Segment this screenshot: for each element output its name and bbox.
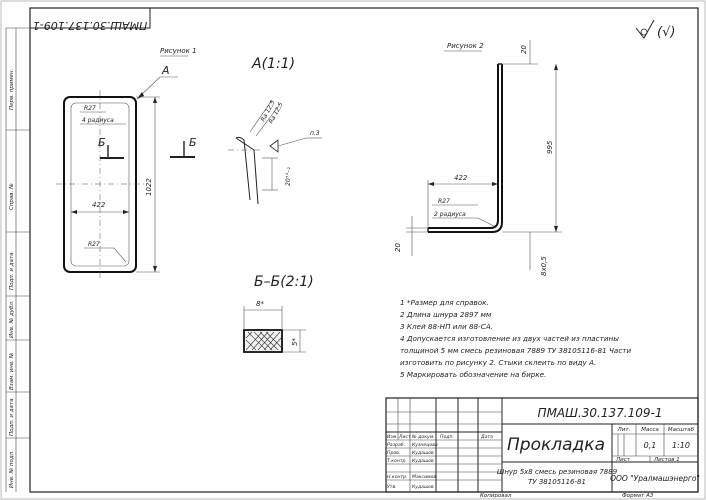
signature-table: Изм. Лист № докум. Подп. Дата Разраб. Ку…: [387, 434, 493, 490]
section-height-dim: 5*: [291, 338, 299, 346]
figure2-radius: R27: [438, 198, 450, 205]
margin-label-sign-date-2: Подп. и дата: [9, 398, 15, 436]
title-mass-value: 0,1: [644, 441, 657, 450]
figure1-section-mark-right: Б: [189, 136, 197, 149]
figure2-height-dim: 995: [546, 140, 554, 154]
figure1-title: Рисунок 1: [160, 47, 197, 55]
sig-sign: Подп.: [440, 434, 454, 440]
title-material-line2: ТУ 38105116-81: [528, 478, 586, 486]
sig-name: Кудашов: [412, 450, 434, 456]
title-sheets-label: Листов 1: [653, 457, 680, 463]
sig-role: Пров.: [387, 450, 400, 456]
note-line: изготовить по рисунку 2. Стыки склеить п…: [400, 358, 596, 367]
detail-a-dim: 20⁺¹₋₂: [285, 167, 292, 186]
detail-a-title: А(1:1): [251, 56, 295, 72]
sig-role: Т.контр.: [387, 458, 407, 464]
title-scale-label: Масштаб: [668, 427, 695, 433]
title-material-line1: Шнур 5х8 смесь резиновая 7889: [497, 468, 618, 476]
roughness-symbol-text: (√): [657, 25, 675, 40]
figure1-height-dim: 1022: [145, 178, 153, 196]
note-line: 1 *Размер для справок.: [400, 298, 489, 307]
figure1-radius-top: R27: [84, 105, 96, 112]
figure2-bottom-tolerance: 8х0,5: [540, 256, 548, 276]
title-scale-value: 1:10: [672, 441, 690, 450]
figure2-radius-note: 2 радиуса: [434, 211, 466, 218]
title-mass-label: Масса: [641, 427, 659, 433]
sig-role: Утв.: [387, 484, 397, 490]
sig-name: Кудашов: [412, 458, 434, 464]
figure1-radius-bottom: R27: [88, 241, 100, 248]
sig-name: Максимов: [412, 474, 436, 480]
margin-label-first-use: Перв. примен.: [9, 68, 15, 110]
margin-label-original-inv: Инв. № подл.: [9, 450, 15, 488]
margin-label-ref-no: Справ. №: [9, 183, 15, 210]
section-title: Б–Б(2:1): [254, 274, 314, 290]
detail-a-roughness-marks: [249, 99, 281, 137]
note-line: 2 Длина шнура 2897 мм: [400, 310, 492, 319]
technical-notes: 1 *Размер для справок. 2 Длина шнура 289…: [400, 298, 631, 379]
sig-role: Разраб.: [387, 442, 405, 448]
note-line: 4 Допускается изготовление из двух часте…: [400, 334, 619, 343]
sig-date: Дата: [480, 434, 493, 440]
figure2-title: Рисунок 2: [447, 42, 484, 50]
section-width-dim: 8*: [256, 300, 264, 308]
title-organization: ООО "Уралмашэнерго": [610, 474, 700, 483]
figure2-bottom-dim: 20: [394, 243, 402, 252]
note-line: 3 Клей 88-НП или 88-СА.: [400, 322, 493, 331]
figure1-radius-note: 4 радиуса: [82, 117, 114, 124]
sig-role: Изм.: [387, 434, 398, 440]
roughness-symbol-icon: [635, 19, 655, 39]
section-cross-hatch: [243, 329, 283, 353]
stamp-box: [29, 7, 151, 29]
figure1-width-dim: 422: [92, 201, 106, 209]
sig-name: Кузнецова: [412, 442, 438, 448]
sig-name: Лист: [398, 434, 411, 440]
margin-label-sign-date-1: Подп. и дата: [9, 252, 15, 290]
sig-role: Н.контр.: [387, 474, 408, 480]
sig-doc: № докум.: [411, 434, 435, 440]
title-block: [385, 397, 699, 493]
title-lit-label: Лит.: [617, 427, 631, 433]
sig-name: Кудашов: [412, 484, 434, 490]
title-part-name: Прокладка: [507, 435, 605, 455]
figure1-view-letter: А: [161, 64, 170, 77]
margin-label-dup-inv: Инв. № дубл.: [9, 300, 15, 338]
title-designation: ПМАШ.30.137.109-1: [538, 406, 663, 420]
figure2-top-dim: 20: [520, 45, 528, 54]
stamp-upside-down: ПМАШ.30.137.109-1: [33, 19, 148, 32]
left-margin: [5, 27, 30, 492]
detail-a-weld-note: п.3: [310, 130, 320, 137]
figure1-section-mark-left: Б: [98, 136, 106, 149]
title-copied-label: Копировал: [480, 493, 512, 499]
detail-a-profile: [228, 136, 262, 205]
drawing-frame: [29, 7, 699, 493]
figure2-angle-profile: [427, 63, 503, 233]
margin-label-replace-inv: Взам. инв. №: [9, 352, 15, 390]
title-sheet-label: Лист: [615, 457, 631, 463]
note-line: 5 Маркировать обозначение на бирке.: [400, 370, 546, 379]
title-format-label: Формат А3: [622, 493, 654, 499]
note-line: толщиной 5 мм смесь резиновая 7889 ТУ 38…: [400, 346, 631, 355]
figure2-width-dim: 422: [454, 174, 468, 182]
